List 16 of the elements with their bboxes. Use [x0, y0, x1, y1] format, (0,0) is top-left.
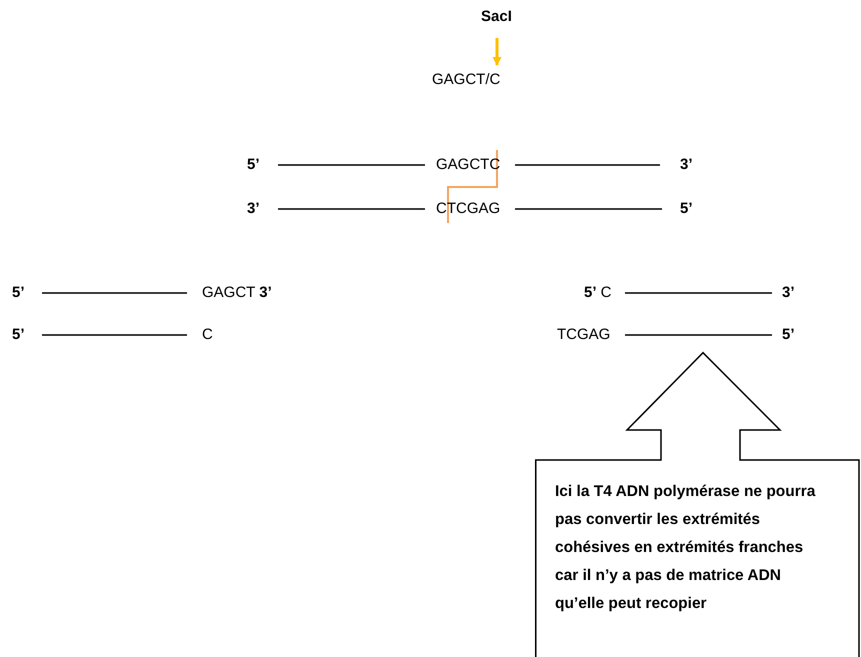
callout-text: Ici la T4 ADN polymérase ne pourra pas convertir les extrémités cohésives en extrémités franches car il n’y a pas de matrice ADN qu’elle peut recopier — [555, 482, 816, 614]
strand-end-label: 3’ — [680, 156, 693, 174]
strand-end-label: 5’ — [247, 156, 260, 174]
strand-end-label: 5’ — [680, 200, 693, 218]
strand-end-label: 5’ C — [584, 284, 612, 302]
strand-end-label: 5’ — [12, 326, 25, 344]
recognition-site-label: GAGCT/C — [432, 71, 500, 89]
strand-end-label: 5’ — [782, 326, 795, 344]
dna-sequence-label: TCGAG — [557, 326, 610, 344]
enzyme-name: SacI — [481, 8, 512, 26]
strand-end-label: 5’ — [12, 284, 25, 302]
strand-end-label: 3’ — [782, 284, 795, 302]
strand-end-label: 3’ — [247, 200, 260, 218]
strand-end-label: C — [202, 326, 213, 344]
arrow — [492, 38, 502, 66]
dna-sequence-label: GAGCT 3’ — [202, 284, 272, 302]
